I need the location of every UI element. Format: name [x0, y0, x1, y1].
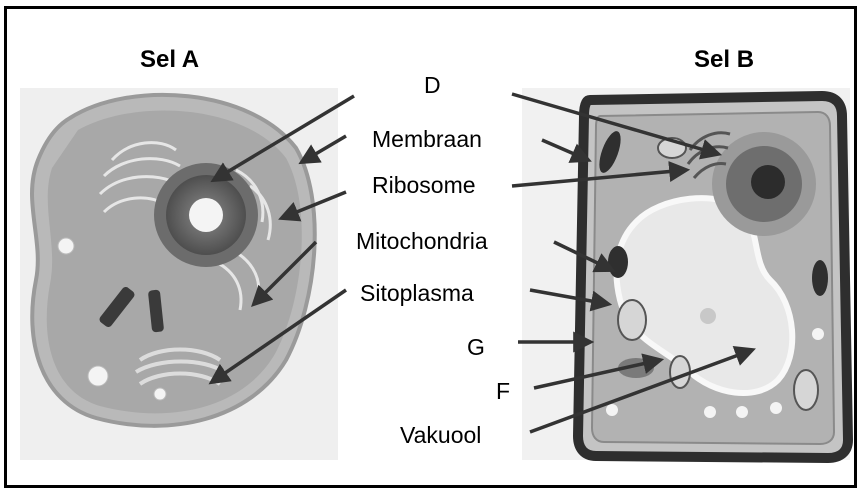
label-g: G	[467, 336, 485, 359]
label-membraan: Membraan	[372, 128, 482, 151]
cell-a-vesicle	[154, 388, 166, 400]
cell-b-vesicle	[812, 328, 824, 340]
cell-b-nucleolus	[751, 165, 785, 199]
cell-a-nucleolus	[189, 198, 223, 232]
cell-a-cytoplasm	[47, 110, 302, 413]
cell-b-vesicle	[700, 308, 716, 324]
label-d: D	[424, 74, 441, 97]
cell-b-chloroplast	[618, 300, 646, 340]
cell-a-title: Sel A	[140, 48, 199, 72]
cell-b	[578, 96, 848, 458]
cell-b-mitochondrion	[608, 246, 628, 278]
label-ribosome: Ribosome	[372, 174, 476, 197]
cell-b-vesicle	[704, 406, 716, 418]
cell-b-mitochondrion	[812, 260, 828, 296]
cell-a-vesicle	[58, 238, 74, 254]
cell-b-chloroplast	[670, 356, 690, 388]
cell-b-title: Sel B	[694, 48, 754, 72]
cell-b-vesicle	[606, 404, 618, 416]
cell-a-vesicle	[88, 366, 108, 386]
label-vakuool: Vakuool	[400, 424, 481, 447]
cell-b-vesicle	[770, 402, 782, 414]
label-mitochondria: Mitochondria	[356, 230, 488, 253]
cell-b-chloroplast	[794, 370, 818, 410]
cell-b-vesicle	[736, 406, 748, 418]
label-f: F	[496, 380, 510, 403]
label-sitoplasma: Sitoplasma	[360, 282, 474, 305]
